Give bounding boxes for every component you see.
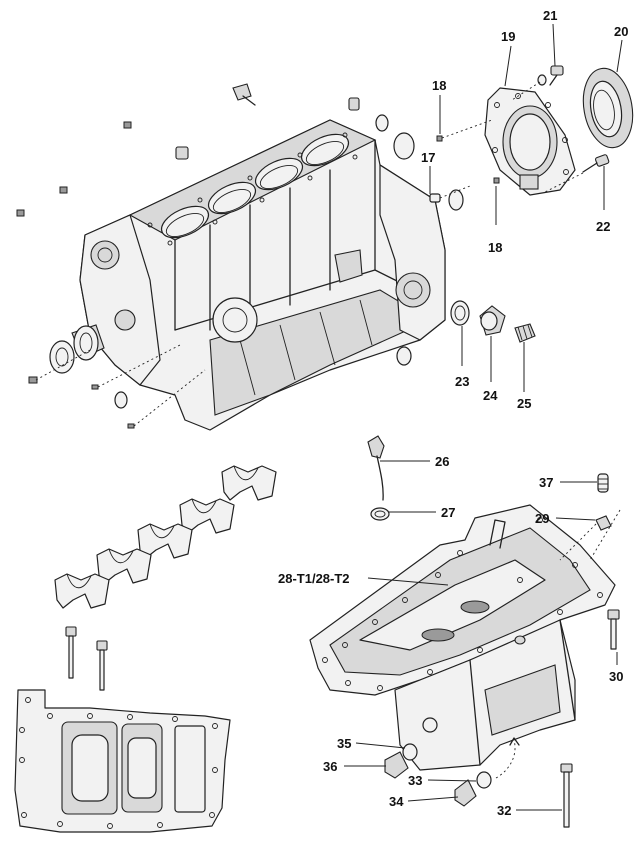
bolt-21 (511, 65, 564, 101)
bolt-22 (544, 154, 610, 193)
rear-cover (484, 87, 576, 196)
callout-21: 21 (543, 8, 557, 23)
callout-36: 36 (323, 759, 337, 774)
callout-35: 35 (337, 736, 351, 751)
block-small-parts (16, 83, 464, 429)
callout-30: 30 (609, 669, 623, 684)
callout-20: 20 (614, 24, 628, 39)
leader-lines (344, 23, 623, 811)
oil-sump (309, 504, 616, 771)
callout-24: 24 (483, 388, 498, 403)
dipstick (367, 435, 390, 521)
callout-37: 37 (539, 475, 553, 490)
callout-32: 32 (497, 803, 511, 818)
callout-23: 23 (455, 374, 469, 389)
callout-labels: 17 18 18 19 20 21 22 23 24 25 26 27 28-T… (278, 8, 628, 818)
ladder-frame (14, 689, 231, 833)
bearing-cap-bolts (65, 626, 108, 691)
callout-26: 26 (435, 454, 449, 469)
dowel-pins (429, 119, 500, 203)
callout-22: 22 (596, 219, 610, 234)
callout-27: 27 (441, 505, 455, 520)
callout-18-bottom: 18 (488, 240, 502, 255)
side-fittings (450, 300, 536, 343)
callout-34: 34 (389, 794, 404, 809)
sump-hardware (384, 473, 621, 828)
main-bearing-caps (54, 465, 277, 609)
callout-33: 33 (408, 773, 422, 788)
callout-19: 19 (501, 29, 515, 44)
callout-28: 28-T1/28-T2 (278, 571, 350, 586)
callout-25: 25 (517, 396, 531, 411)
rear-oil-seal (582, 67, 634, 149)
callout-29: 29 (535, 511, 549, 526)
engine-block (79, 119, 446, 431)
callout-18-top: 18 (432, 78, 446, 93)
callout-17: 17 (421, 150, 435, 165)
